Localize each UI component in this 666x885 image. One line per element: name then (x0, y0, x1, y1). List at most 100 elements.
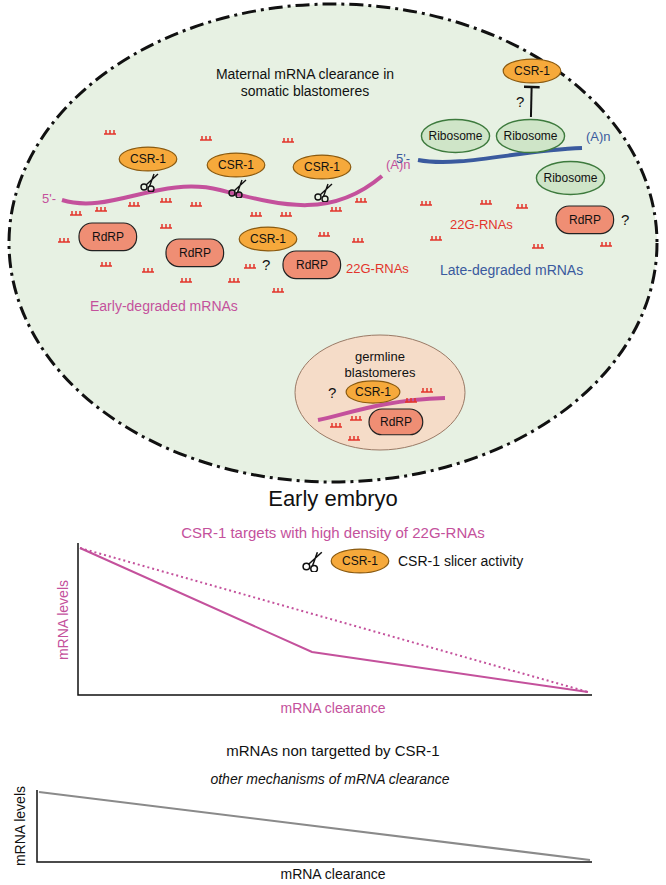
region-title: germline blastomeres (320, 349, 440, 380)
rdrp-enzyme: RdRP (282, 250, 342, 280)
22g-rna (318, 232, 330, 236)
22g-rna (200, 136, 212, 140)
22g-rna (142, 268, 154, 272)
edge-label: ? (515, 93, 525, 110)
oval (331, 549, 389, 573)
node-label: CSR-1 (304, 160, 340, 174)
germline-blastomere: germline blastomeresCSR-1RdRP (295, 335, 465, 450)
chart-heading: mRNAs non targetted by CSR-1 (226, 742, 439, 759)
node-label: RdRP (92, 230, 124, 244)
embryo-fill (9, 4, 657, 482)
22g-rna (104, 130, 116, 134)
node-label: Ribosome (543, 171, 597, 185)
22g-rna (330, 423, 342, 427)
cell-outline (295, 335, 465, 450)
22g-rna (128, 202, 140, 206)
axis-label: mRNA levels (12, 786, 28, 866)
chart-csr1-targets (78, 543, 592, 695)
five-prime-end: 5'- (396, 152, 410, 167)
question-mark: ? (262, 256, 270, 273)
question-mark: ? (621, 211, 629, 228)
22g-rna (282, 138, 294, 142)
small-rna-label: 22G-RNAs (346, 262, 409, 277)
csr1-protein: CSR-1 (238, 226, 298, 252)
csr1-protein: CSR-1 (292, 154, 352, 180)
csr1-protein: CSR-1 (345, 380, 401, 404)
node-label: CSR-1 (218, 158, 254, 172)
22g-rna (420, 201, 432, 205)
oval (503, 59, 561, 83)
22g-rna (180, 278, 192, 282)
poly-a-tail: (A)n (586, 130, 611, 145)
ribosome: Ribosome (495, 118, 566, 154)
node-label: Ribosome (503, 129, 557, 143)
annotation: other mechanisms of mRNA clearance (210, 771, 449, 787)
node-label: CSR-1 (342, 554, 378, 568)
five-prime-end: 5'- (42, 192, 56, 207)
22g-rna (330, 207, 342, 211)
node-label: CSR-1 (514, 64, 550, 78)
csr1-protein: CSR-1 (118, 146, 178, 172)
node-label: RdRP (569, 213, 601, 227)
node-label: Ribosome (428, 129, 482, 143)
oval (293, 155, 351, 179)
rdrp-enzyme: RdRP (555, 205, 615, 235)
blob (166, 239, 224, 267)
dash-dot-outline (9, 4, 657, 482)
scissors (141, 174, 332, 572)
22g-rna (70, 211, 82, 215)
22g-rna (348, 436, 360, 440)
csr1-protein: CSR-1 (330, 548, 390, 574)
22g-rnas (58, 130, 612, 440)
22g-rna (350, 416, 362, 420)
group-label: Early-degraded mRNAs (90, 298, 238, 314)
node-label: CSR-1 (250, 232, 286, 246)
22g-rna (516, 204, 528, 208)
22g-rna (160, 198, 172, 202)
22g-rna (244, 264, 256, 268)
22g-rna (250, 212, 262, 216)
oval (346, 381, 400, 403)
22g-rna (480, 200, 492, 204)
22g-rna (421, 388, 433, 392)
22g-rna (430, 236, 442, 240)
figure-heading: Early embryo (268, 486, 398, 511)
blob (79, 223, 137, 251)
early-mrna (62, 176, 382, 205)
node-label: RdRP (296, 258, 328, 272)
22g-rna (190, 202, 202, 206)
22g-rna (160, 224, 172, 228)
oval (421, 119, 489, 152)
annotation: CSR-1 slicer activity (398, 553, 523, 569)
oval (536, 161, 604, 194)
blob (283, 251, 341, 279)
node-label: CSR-1 (130, 152, 166, 166)
22g-rna (352, 238, 364, 242)
22g-rna (280, 212, 292, 216)
22g-rna (228, 278, 240, 282)
chart-non-targets (37, 790, 592, 862)
chart-heading: CSR-1 targets with high density of 22G-R… (181, 524, 484, 541)
oval (119, 147, 177, 171)
blob (369, 409, 423, 435)
22g-rna (600, 242, 612, 246)
22g-rna (272, 288, 284, 292)
22g-rna (95, 207, 107, 211)
ribosome: Ribosome (535, 160, 606, 196)
region-title: Maternal mRNA clearance in somatic blast… (205, 66, 405, 100)
germline-fill (295, 335, 465, 450)
rdrp-enzyme: RdRP (165, 238, 225, 268)
inhibition-line (530, 87, 533, 117)
axis-label: mRNA clearance (280, 866, 385, 882)
group-label: Late-degraded mRNAs (440, 262, 583, 278)
rdrp-enzyme: RdRP (368, 408, 424, 436)
question-mark: ? (328, 384, 336, 401)
oval (207, 153, 265, 177)
22g-rna (532, 244, 544, 248)
node-label: RdRP (179, 246, 211, 260)
rdrp-enzyme: RdRP (78, 222, 138, 252)
oval (239, 227, 297, 251)
small-rna-label: 22G-RNAs (450, 218, 513, 233)
22g-rna (58, 238, 70, 242)
